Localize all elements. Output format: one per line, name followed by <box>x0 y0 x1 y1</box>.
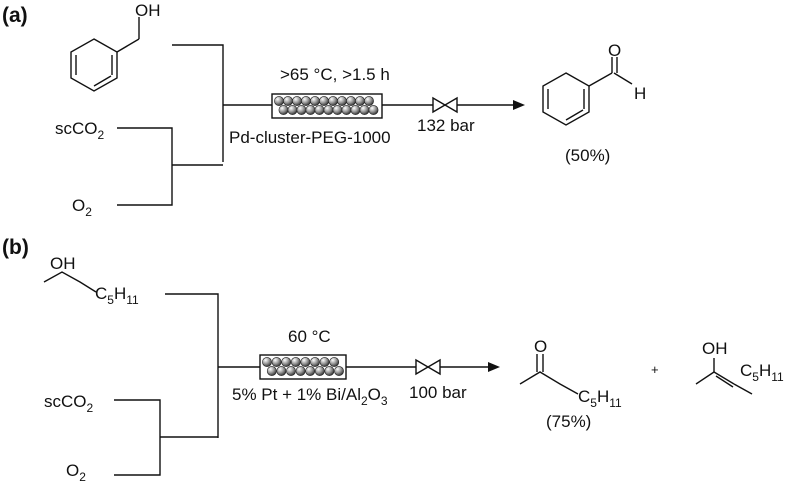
panel-a-packed-reactor <box>271 93 383 119</box>
panel-b-arrowhead-icon <box>488 362 500 372</box>
packing-bead <box>346 96 356 106</box>
benzyl-alcohol-structure: OH <box>70 1 161 92</box>
packing-bead <box>328 96 338 106</box>
panel-a-label: (a) <box>2 4 28 27</box>
panel-b-product1-chain: C5H11 <box>578 387 622 410</box>
panel-a-outlet <box>382 96 525 114</box>
packing-bead <box>292 96 302 106</box>
packing-bead <box>281 357 292 367</box>
panel-b-product2-chain: C5H11 <box>740 361 784 384</box>
packing-bead <box>337 96 347 106</box>
panel-a-product-h: H <box>634 84 646 103</box>
panel-a-o2-label: O2 <box>72 196 92 219</box>
packing-bead <box>305 105 316 115</box>
packing-bead <box>329 357 340 367</box>
panel-b-valve-icon <box>415 358 441 376</box>
panel-b-reactant-chain: C5H11 <box>95 284 139 307</box>
packing-bead <box>341 105 352 115</box>
packing-bead <box>295 366 306 376</box>
panel-a-valve-icon <box>432 96 458 114</box>
packing-bead <box>364 96 374 106</box>
packing-bead <box>278 105 289 115</box>
panel-a-condition: >65 °C, >1.5 h <box>280 65 390 84</box>
packing-bead <box>355 96 365 106</box>
packing-bead <box>319 96 329 106</box>
packing-bead <box>274 96 284 106</box>
panel-b-pressure: 100 bar <box>409 383 467 402</box>
panel-b-scco2-label: scCO2 <box>44 392 94 415</box>
packing-bead <box>314 105 325 115</box>
packing-bead <box>332 105 343 115</box>
packing-bead <box>324 366 335 376</box>
packing-bead <box>300 357 311 367</box>
packing-bead <box>334 366 344 376</box>
packing-bead <box>266 366 277 376</box>
packing-bead <box>323 105 334 115</box>
packing-bead <box>287 105 298 115</box>
octanol-structure: OH C5H11 <box>43 254 139 307</box>
panel-a-feed-lines <box>117 44 272 206</box>
packing-bead <box>296 105 307 115</box>
packing-bead <box>283 96 293 106</box>
panel-a-oh-label: OH <box>135 1 161 20</box>
packing-bead <box>262 357 272 367</box>
packing-bead <box>276 366 287 376</box>
packing-bead <box>310 357 320 367</box>
packing-bead <box>305 366 316 376</box>
packing-bead <box>368 105 379 115</box>
octanone-structure: O C5H11 <box>519 337 622 410</box>
packing-bead <box>350 105 361 115</box>
panel-b-plus-sign: + <box>651 362 659 377</box>
panel-b-product2-oh: OH <box>702 339 728 358</box>
packing-bead <box>310 96 320 106</box>
panel-a-scco2-label: scCO2 <box>55 119 105 142</box>
enol-structure: OH C5H11 <box>695 339 784 395</box>
panel-a-product-o: O <box>608 41 621 60</box>
packing-bead <box>271 357 282 367</box>
packing-bead <box>319 357 330 367</box>
panel-b-outlet <box>346 358 500 376</box>
panel-b-catalyst: 5% Pt + 1% Bi/Al2O3 <box>232 385 388 408</box>
panel-b-o2-label: O2 <box>66 461 86 484</box>
panel-b-product1-o: O <box>534 337 547 356</box>
panel-b-label: (b) <box>2 236 29 259</box>
panel-b-yield: (75%) <box>546 412 591 431</box>
packing-bead <box>290 357 301 367</box>
panel-a-pressure: 132 bar <box>417 116 475 135</box>
packing-bead <box>301 96 311 106</box>
panel-b-packed-reactor <box>259 354 347 380</box>
panel-a-arrowhead-icon <box>513 100 525 110</box>
panel-b-oh-label: OH <box>50 254 76 273</box>
panel-b-condition: 60 °C <box>288 327 331 346</box>
packing-bead <box>314 366 325 376</box>
packing-bead <box>286 366 296 376</box>
benzaldehyde-structure: O H <box>542 41 646 126</box>
panel-a-yield: (50%) <box>565 146 610 165</box>
panel-a-catalyst: Pd-cluster-PEG-1000 <box>229 128 391 147</box>
panel-b-feed-lines <box>114 293 260 476</box>
packing-bead <box>359 105 370 115</box>
